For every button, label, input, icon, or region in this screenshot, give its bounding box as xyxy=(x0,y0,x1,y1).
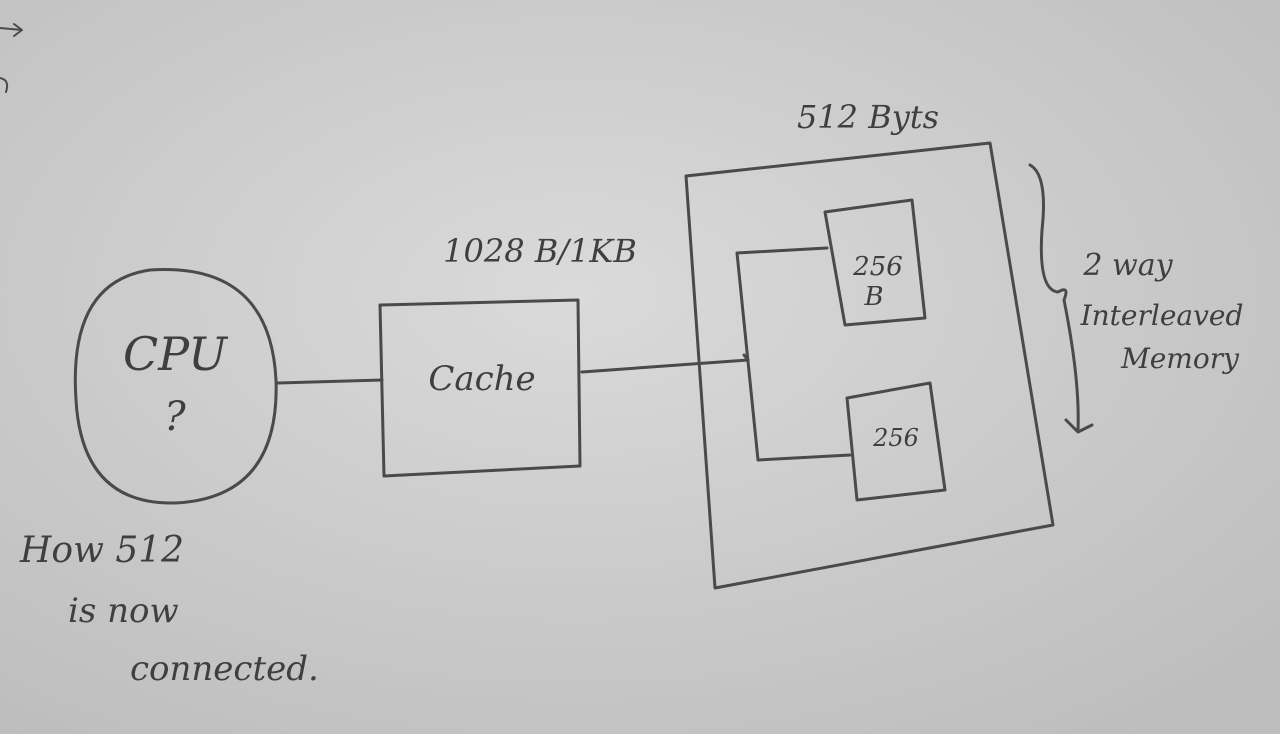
annotation-line-1: 2 way xyxy=(1082,248,1173,283)
cpu-node xyxy=(73,267,278,505)
cache-memory-connection xyxy=(580,358,750,374)
bank-top-size: 256 xyxy=(852,252,903,282)
cache-size-label: 1028 B/1KB xyxy=(443,232,637,270)
cpu-cache-connection xyxy=(276,378,384,385)
edge-marks xyxy=(0,23,23,93)
memory-bank-top xyxy=(823,198,927,327)
note-line-1: How 512 xyxy=(19,530,184,571)
annotation-line-3: Memory xyxy=(1120,342,1240,375)
cache-node xyxy=(378,298,582,478)
annotation-line-2: Interleaved xyxy=(1080,299,1244,332)
note-line-3: connected. xyxy=(130,649,319,689)
bank-bus-wiring xyxy=(735,246,852,462)
memory-module xyxy=(684,141,1055,590)
cache-label: Cache xyxy=(428,359,535,399)
note-line-2: is now xyxy=(68,591,179,631)
memory-bank-bottom xyxy=(845,381,947,502)
interleave-brace xyxy=(1028,163,1094,434)
cpu-label: CPU xyxy=(123,327,229,381)
memory-size-label: 512 Byts xyxy=(797,98,939,136)
cpu-question-mark: ? xyxy=(164,394,186,440)
bank-bottom-size: 256 xyxy=(872,424,919,452)
bank-top-unit: B xyxy=(863,282,883,312)
